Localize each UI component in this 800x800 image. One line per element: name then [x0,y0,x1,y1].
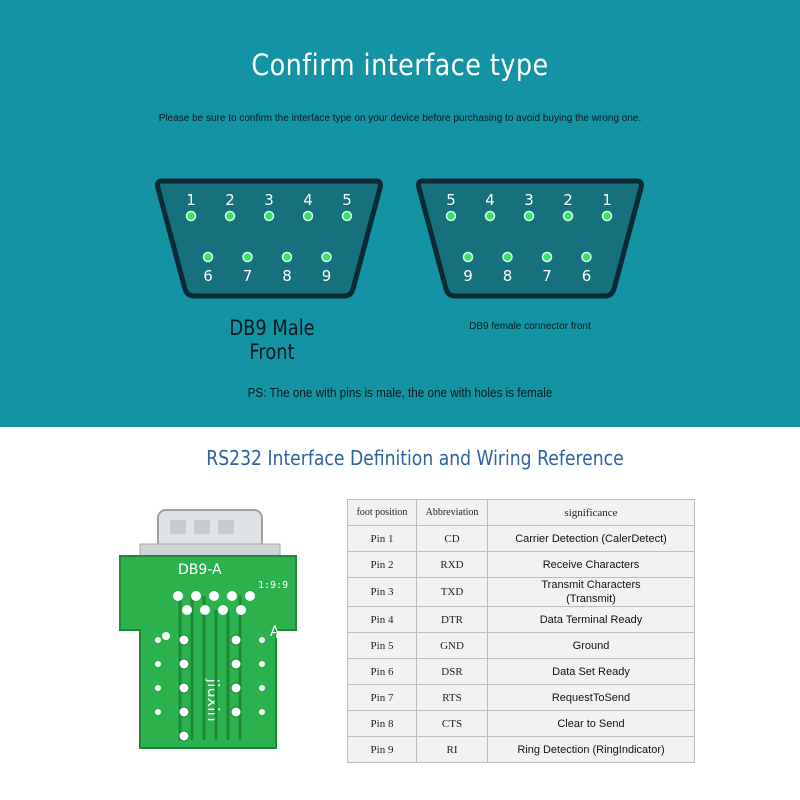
cell-position: Pin 5 [347,632,417,659]
female-caption: DB9 female connector front [469,321,591,332]
male-caption: DB9 Male Front [229,316,315,364]
pin-number-label: 1 [186,191,196,209]
cell-abbreviation: RXD [416,551,488,578]
table-row: Pin 5 GND Ground [347,632,695,659]
pin-number-label: 4 [303,191,313,209]
pin-number-label: 9 [463,267,473,285]
table-header-row: foot position Abbreviation significance [347,499,695,526]
cell-abbreviation: CD [416,525,488,552]
cell-abbreviation: CTS [416,710,488,737]
table-row: Pin 9 RI Ring Detection (RingIndicator) [347,736,695,763]
pin-number-label: 3 [524,191,534,209]
table-row: Pin 8 CTS Clear to Send [347,710,695,737]
cell-significance: Receive Characters [487,551,695,578]
pin-dot [562,210,574,222]
pin-number-label: 7 [243,267,253,285]
cell-abbreviation: RTS [416,684,488,711]
board-label: DB9-A [178,562,222,578]
table-row: Pin 4 DTR Data Terminal Ready [347,606,695,633]
cell-significance: RequestToSend [487,684,695,711]
cell-abbreviation: RI [416,736,488,763]
pin-number-label: 3 [264,191,274,209]
cell-position: Pin 2 [347,551,417,578]
cell-position: Pin 9 [347,736,417,763]
pin-dot [302,210,314,222]
pin-dot [341,210,353,222]
pin-dot [462,251,474,263]
pin-number-label: 8 [503,267,513,285]
table-row: Pin 3 TXD Transmit Characters (Transmit) [347,577,695,607]
cell-significance: Carrier Detection (CalerDetect) [487,525,695,552]
pin-dot [581,251,592,263]
cell-position: Pin 6 [347,658,417,685]
gender-note: PS: The one with pins is male, the one w… [247,385,553,400]
cell-abbreviation: DTR [416,606,488,633]
pin-dot [281,251,293,263]
svg-text:1:9:9: 1:9:9 [258,580,288,591]
pin-number-label: 1 [602,191,612,209]
cell-abbreviation: GND [416,632,488,659]
header-position: foot position [347,499,417,526]
table-row: Pin 1 CD Carrier Detection (CalerDetect) [347,525,695,552]
cell-significance: Clear to Send [487,710,695,737]
cell-significance: Data Terminal Ready [487,606,695,633]
table-row: Pin 6 DSR Data Set Ready [347,658,695,685]
pin-dot [445,210,457,222]
cell-abbreviation: TXD [416,577,488,607]
pin-number-label: 8 [282,267,292,285]
page-subtitle: Please be sure to confirm the interface … [158,113,642,124]
section-title: RS232 Interface Definition and Wiring Re… [206,446,624,470]
header-significance: significance [487,499,695,526]
header-abbreviation: Abbreviation [416,499,488,526]
cell-position: Pin 1 [347,525,417,552]
pin-number-label: 2 [225,191,235,209]
connector-illustration: 1 2 3 4 5 6 7 8 9 5 4 3 2 1 9 8 7 6 [155,178,644,299]
pin-dot [242,251,253,263]
cell-significance: Ground [487,632,695,659]
pin-dot [502,251,513,263]
cell-significance: Transmit Characters (Transmit) [487,577,695,607]
interface-type-banner: Confirm interface type Please be sure to… [0,0,800,427]
pin-dot [484,210,496,222]
pin-dot [601,210,613,222]
cell-position: Pin 8 [347,710,417,737]
pin-number-label: 4 [485,191,495,209]
page-title: Confirm interface type [251,48,549,82]
board-letter: A [270,624,280,640]
pin-number-label: 7 [542,267,552,285]
pin-number-label: 6 [203,267,213,285]
board-brand: Jiuxin [204,677,223,721]
db9-female-connector: 5 4 3 2 1 9 8 7 6 [416,178,644,299]
db9-adapter-board: DB9-A 1:9:9 A Jiuxin [119,509,297,749]
pin-dot [202,251,214,263]
cell-position: Pin 4 [347,606,417,633]
table-row: Pin 7 RTS RequestToSend [347,684,695,711]
pin-number-label: 9 [322,267,332,285]
pin-number-label: 5 [342,191,352,209]
pin-dot [185,210,197,222]
cell-significance: Data Set Ready [487,658,695,685]
table-row: Pin 2 RXD Receive Characters [347,551,695,578]
pcb-body [119,555,297,749]
cell-position: Pin 7 [347,684,417,711]
pin-dot [224,210,236,222]
pin-number-label: 6 [582,267,592,285]
pin-definition-table: foot position Abbreviation significance … [347,499,695,763]
cell-abbreviation: DSR [416,658,488,685]
pin-dot [541,251,553,263]
pin-number-label: 2 [563,191,573,209]
cell-significance: Ring Detection (RingIndicator) [487,736,695,763]
pin-dot [321,251,332,263]
cell-position: Pin 3 [347,577,417,607]
pin-dot [263,210,275,222]
pin-dot [523,210,535,222]
pin-number-label: 5 [446,191,456,209]
db9-male-connector: 1 2 3 4 5 6 7 8 9 [155,178,383,299]
